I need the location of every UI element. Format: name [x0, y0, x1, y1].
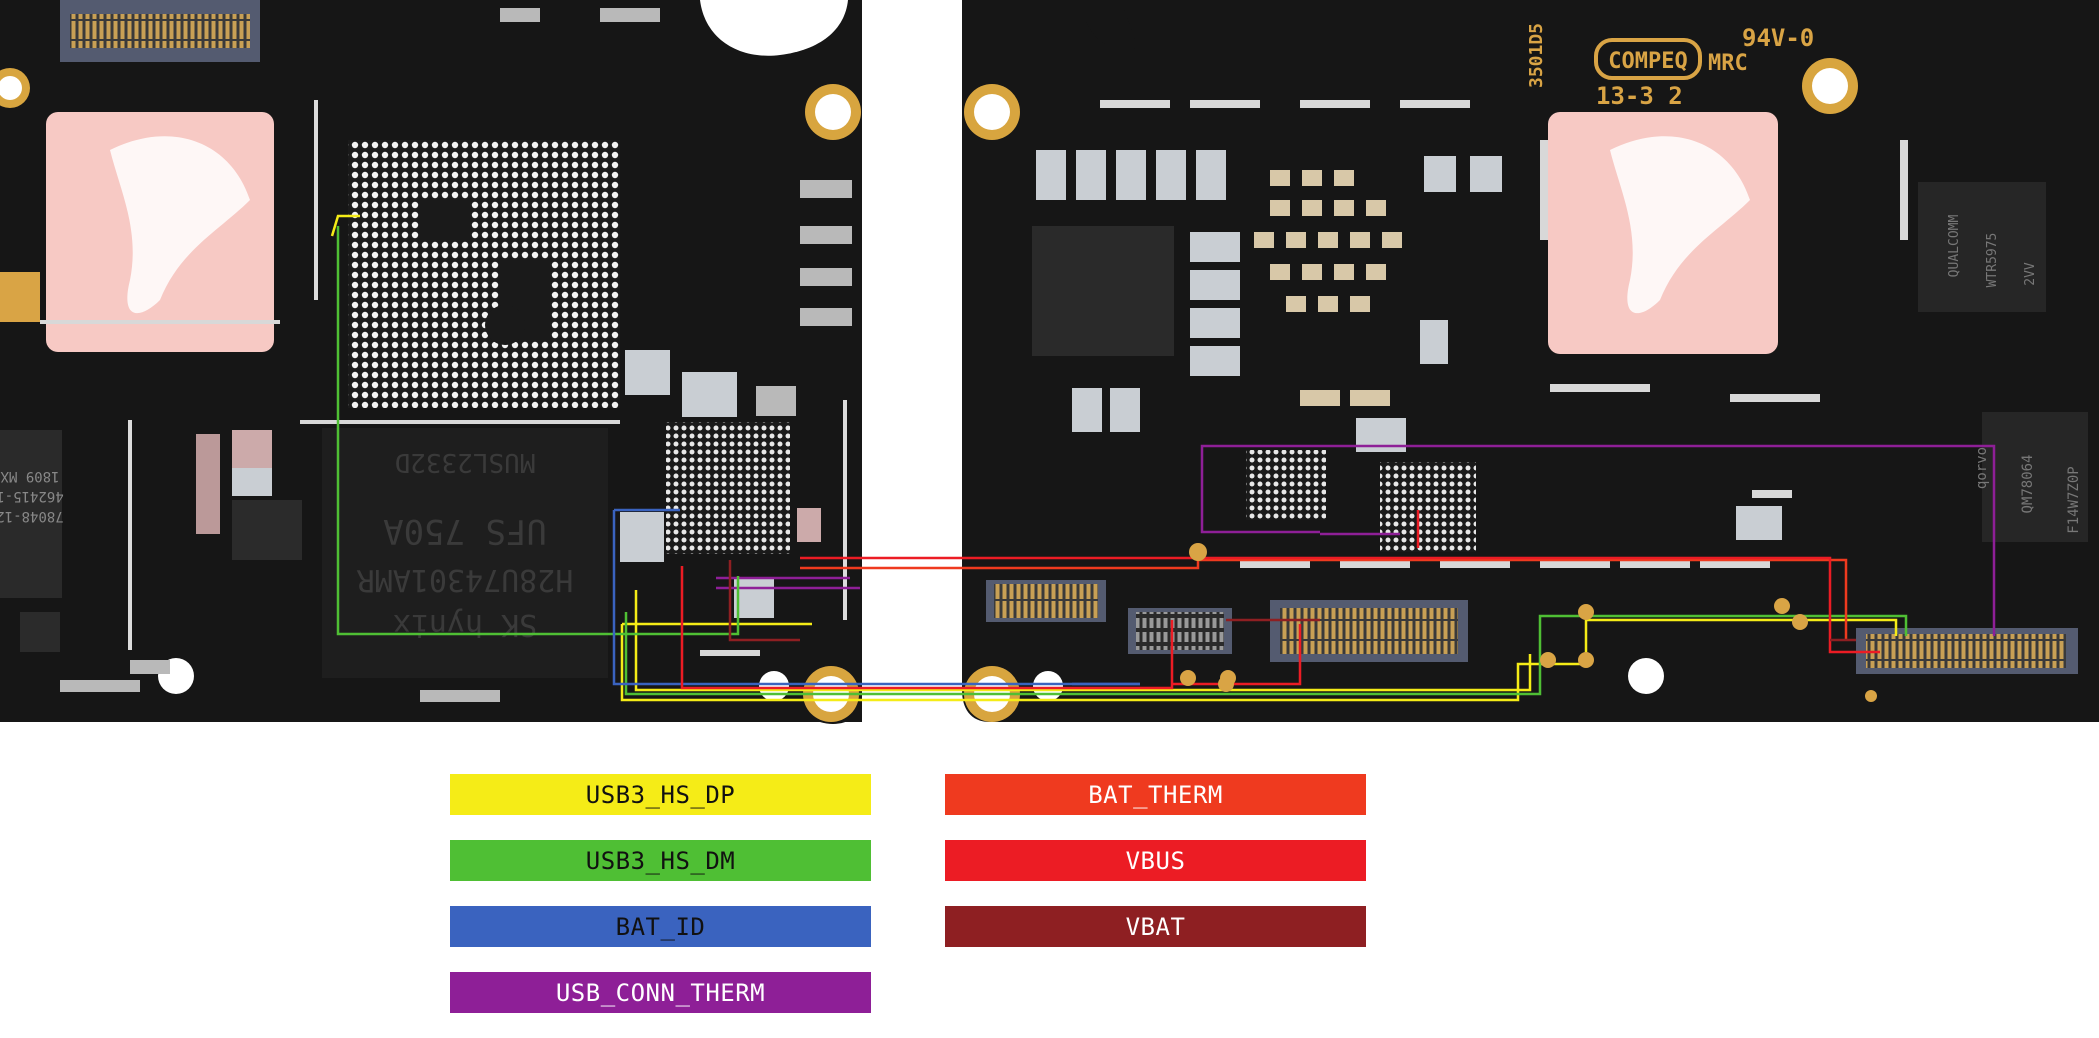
legend-item: BAT_ID: [450, 906, 871, 947]
qorvo-chip: [1982, 412, 2088, 542]
trace-usb-conn-therm: [1200, 444, 1996, 636]
legend-item: VBUS: [945, 840, 1366, 881]
ufs-vendor-marking: SK hynix: [393, 607, 538, 642]
qualcomm-marking: QUALCOMM: [1947, 215, 1962, 278]
qorvo-marking: qorvo: [1974, 447, 1990, 489]
trace-vbus: [680, 566, 1174, 690]
trace-bat-id: [612, 510, 1140, 686]
legend-item: BAT_THERM: [945, 774, 1366, 815]
legend-item: USB3_HS_DM: [450, 840, 871, 881]
test-points: [1180, 543, 1877, 702]
qualcomm-wtr-chip: [1918, 182, 2046, 312]
trace-vbat: [728, 560, 800, 642]
legend-item: USB_CONN_THERM: [450, 972, 871, 1013]
qm-code-marking: F14W7Z0P: [2066, 466, 2082, 533]
legend-item: USB3_HS_DP: [450, 774, 871, 815]
ufs-memory-chip: [322, 428, 608, 678]
trace-usb3-hs-dm: [336, 226, 740, 636]
rating-marking: 94V-0: [1742, 24, 1814, 52]
wtr-marking: WTR5975: [1985, 233, 2000, 288]
cpu-bga: [348, 140, 620, 408]
wtr-rev-marking: 2VV: [2023, 262, 2038, 286]
right-board: COMPEQ 94V-0 MRC 13-3 2 3501D5 QUALCOMM …: [962, 0, 2099, 722]
left-board: MUSL2332D UFS 750A H28U74301AMR SK hynix…: [0, 0, 862, 724]
legend-item: VBAT: [945, 906, 1366, 947]
left-ic-marking-2: 462415-1: [0, 488, 64, 504]
left-ic-marking-3: 78048-12: [0, 508, 64, 524]
ufs-marking: UFS 750A: [383, 511, 547, 551]
date-code-marking: 13-3 2: [1596, 82, 1683, 110]
mem-marking: MUSL2332D: [395, 447, 536, 477]
ufs-part-marking: H28U74301AMR: [356, 562, 574, 597]
pmic-bga: [666, 422, 790, 554]
left-ic: [0, 430, 62, 598]
left-ic-marking-1: 1809 MX: [0, 468, 60, 484]
serial-marking: 3501D5: [1526, 23, 1547, 88]
mrc-marking: MRC: [1708, 51, 1748, 76]
compeq-marking: COMPEQ: [1608, 49, 1687, 74]
pcb-schematic-board: MUSL2332D UFS 750A H28U74301AMR SK hynix…: [0, 0, 2099, 724]
qm-marking: QM78064: [2020, 454, 2036, 513]
rf-chip: [1032, 226, 1174, 356]
right-pmic-bga: [1380, 462, 1476, 552]
